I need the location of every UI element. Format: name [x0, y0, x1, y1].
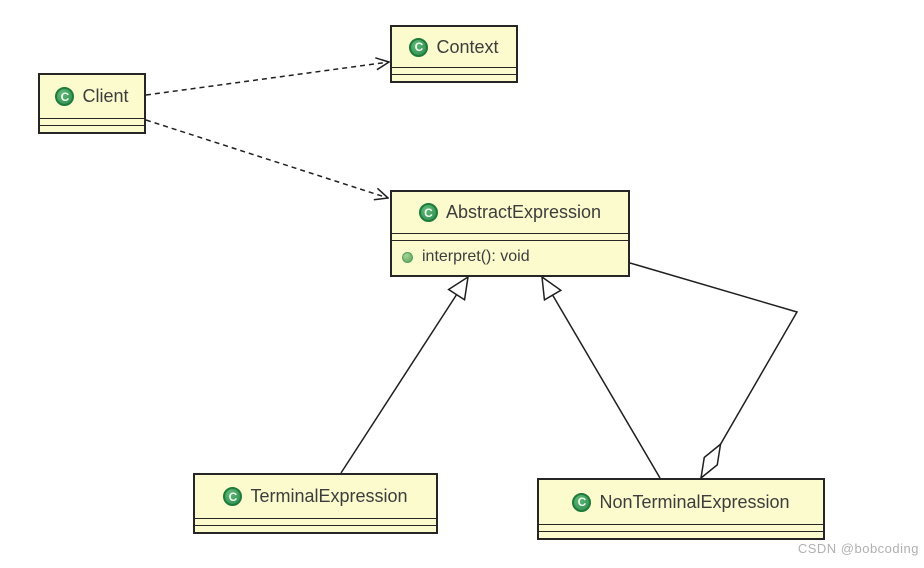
methods-compartment: [40, 125, 144, 132]
class-icon: C: [223, 487, 243, 506]
edge-aggregation-abstractexpression-nonterminalexpression: [629, 262, 799, 478]
attributes-compartment: [40, 118, 144, 125]
class-name-label: Client: [82, 86, 129, 106]
class-name-label: NonTerminalExpression: [599, 491, 790, 512]
class-title: C AbstractExpression: [392, 192, 628, 233]
methods-compartment: interpret(): void: [392, 240, 628, 275]
methods-compartment: [195, 525, 436, 532]
class-icon: C: [55, 87, 75, 106]
class-node-client: C Client: [38, 73, 146, 134]
edge-generalization-terminalexpression: [340, 277, 468, 474]
class-title: C Client: [40, 75, 144, 118]
class-name-label: AbstractExpression: [445, 202, 602, 222]
attributes-compartment: [392, 233, 628, 240]
watermark: CSDN @bobcoding: [797, 541, 919, 556]
methods-compartment: [539, 531, 823, 538]
class-title: C Context: [392, 27, 516, 67]
attributes-compartment: [539, 524, 823, 531]
class-title: C NonTerminalExpression: [539, 480, 823, 524]
class-node-terminal-expression: C TerminalExpression: [193, 473, 438, 534]
method-label: interpret(): void: [422, 248, 530, 265]
class-name-label: Context: [436, 36, 499, 57]
class-title: C TerminalExpression: [195, 475, 436, 518]
methods-compartment: [392, 74, 516, 81]
attributes-compartment: [195, 518, 436, 525]
class-node-non-terminal-expression: C NonTerminalExpression: [537, 478, 825, 540]
edge-generalization-nonterminalexpression: [542, 277, 661, 479]
class-icon: C: [409, 37, 429, 57]
class-icon: C: [572, 492, 592, 512]
class-name-label: TerminalExpression: [250, 486, 408, 506]
edge-dependency-client-abstractexpression: [145, 119, 388, 198]
edge-dependency-client-context: [145, 62, 389, 96]
class-node-abstract-expression: C AbstractExpression interpret(): void: [390, 190, 630, 277]
method-visibility-icon: [402, 251, 413, 263]
attributes-compartment: [392, 67, 516, 74]
class-node-context: C Context: [390, 25, 518, 83]
class-icon: C: [418, 203, 438, 222]
